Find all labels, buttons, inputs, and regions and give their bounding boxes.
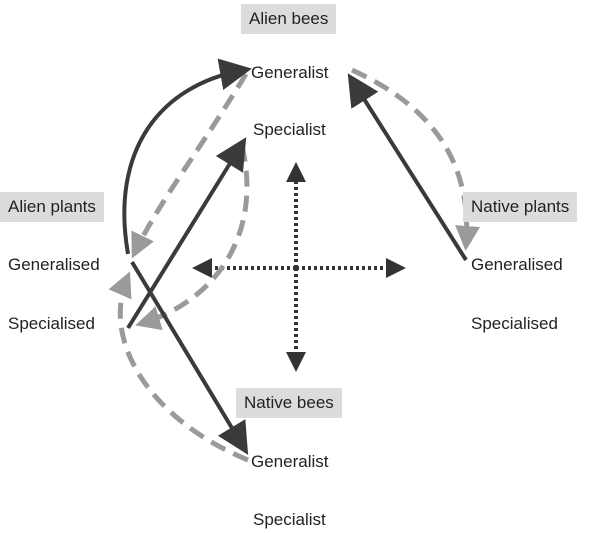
native-bees-specialist-label: Specialist <box>253 510 326 529</box>
dashed-arrow-alien-gen-bee-to-alien-gen-plant <box>131 72 249 259</box>
alien-plants-generalised-label: Generalised <box>8 255 100 274</box>
alien-plants-title: Alien plants <box>0 192 104 222</box>
alien-bees-specialist-label: Specialist <box>253 120 326 139</box>
alien-bees-title: Alien bees <box>241 4 337 34</box>
solid-arrow-alien-plant-to-alien-gen-bee <box>122 58 252 255</box>
native-bees-title: Native bees <box>236 388 342 418</box>
alien-bees-generalist-label: Generalist <box>251 63 329 82</box>
dashed-arrow-alien-gen-bee-to-native-gen-plant <box>350 67 481 251</box>
dashed-arrow-alien-spec-bee-to-alien-spec-plant <box>135 145 250 331</box>
native-bees-generalist-label: Generalist <box>251 452 329 471</box>
dashed-arrows <box>108 67 481 463</box>
native-plants-specialised-label: Specialised <box>471 314 558 333</box>
central-cross-arrows <box>192 162 406 372</box>
native-plants-title: Native plants <box>463 192 578 222</box>
solid-arrow-alien-spec-plant-to-alien-spec-bee <box>126 137 247 330</box>
dashed-arrow-native-gen-bee-to-alien-gen-plant <box>108 271 249 463</box>
solid-arrows <box>122 58 468 455</box>
alien-plants-specialised-label: Specialised <box>8 314 95 333</box>
solid-arrow-native-gen-plant-to-alien-gen-bee <box>347 73 468 262</box>
native-plants-generalised-label: Generalised <box>471 255 563 274</box>
solid-arrow-alien-gen-plant-to-native-gen-bee <box>130 260 249 455</box>
